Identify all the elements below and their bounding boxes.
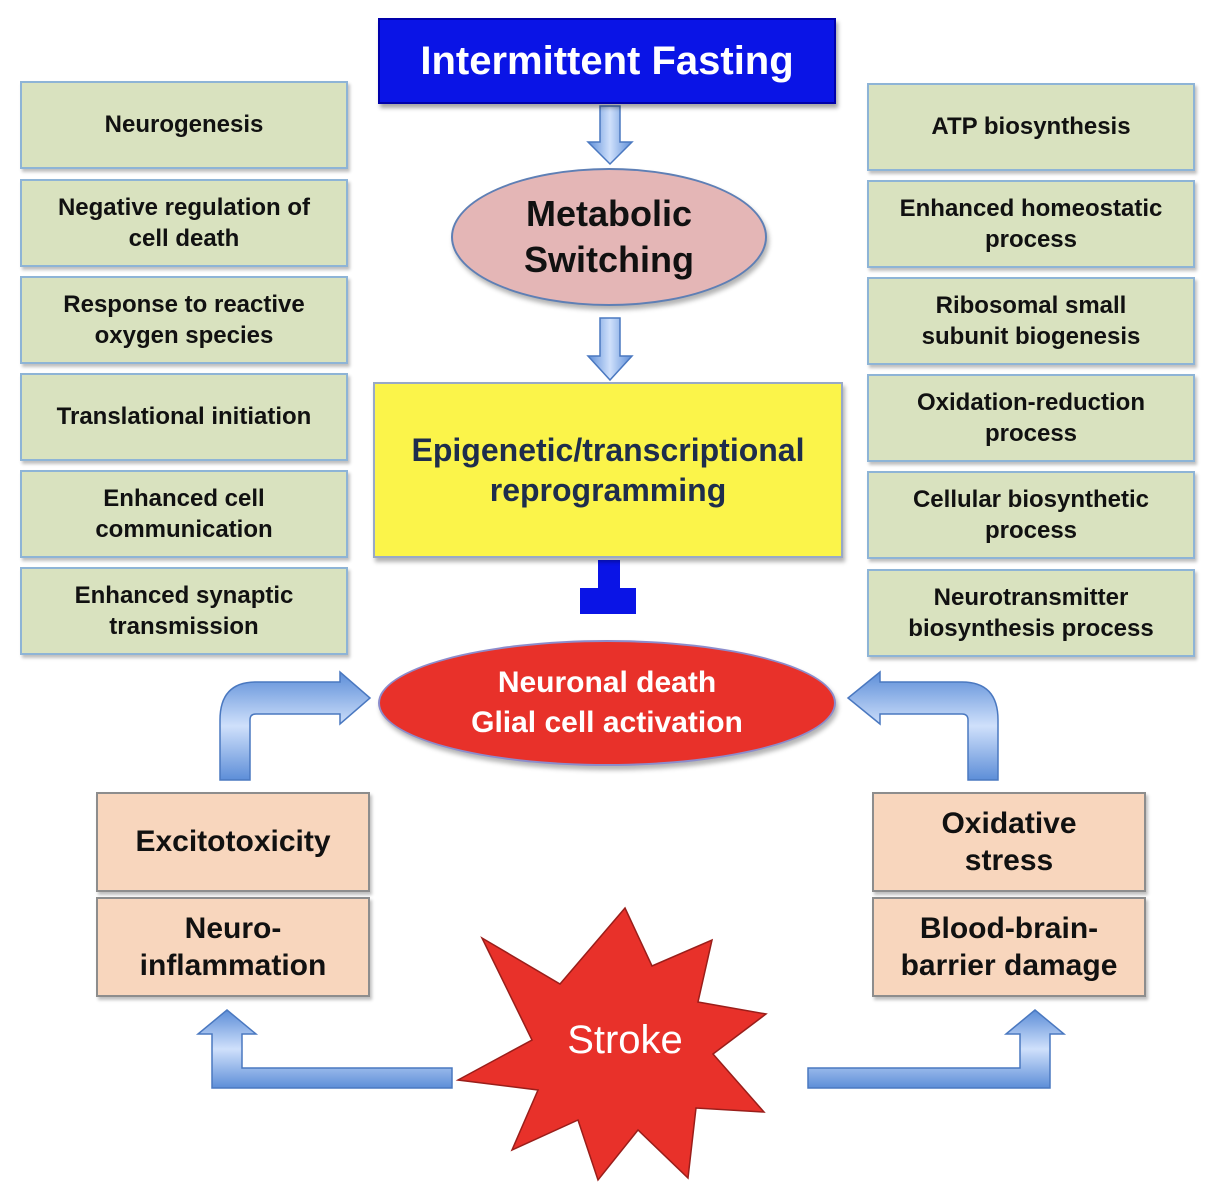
process-text: Translational initiation <box>56 403 312 431</box>
left-process-box: Response to reactive oxygen species <box>20 276 348 364</box>
oxidative-stress-box: Oxidative stress <box>872 792 1146 892</box>
epigenetic-reprogramming-box: Epigenetic/transcriptional reprogramming <box>373 382 843 558</box>
outcome-line-1: Neuronal death <box>497 665 717 699</box>
effect-text: Oxidative <box>941 806 1077 840</box>
process-text: process <box>984 517 1078 544</box>
metabolic-line-1: Metabolic <box>525 193 693 235</box>
epigenetic-line-1: Epigenetic/transcriptional <box>411 432 805 468</box>
right-process-box: ATP biosynthesis <box>867 83 1195 171</box>
process-text: Ribosomal small <box>935 291 1127 319</box>
effect-text: barrier damage <box>900 949 1118 982</box>
left-process-box: Negative regulation of cell death <box>20 179 348 267</box>
process-text: Enhanced homeostatic <box>899 194 1163 222</box>
arrow-stroke-to-right-effects <box>807 1009 1067 1089</box>
arrow-left-effects-to-outcome <box>219 670 372 781</box>
intermittent-fasting-label: Intermittent Fasting <box>420 38 794 83</box>
stroke-starburst-shape <box>455 906 768 1182</box>
left-process-box: Enhanced cell communication <box>20 470 348 558</box>
process-text: Neurotransmitter <box>933 583 1129 611</box>
left-process-box: Translational initiation <box>20 373 348 461</box>
process-text: Enhanced cell <box>103 484 265 512</box>
process-text: ATP biosynthesis <box>931 113 1131 141</box>
process-text: process <box>984 226 1078 253</box>
left-process-box: Enhanced synaptic transmission <box>20 567 348 655</box>
process-text: transmission <box>109 613 259 640</box>
right-process-box: Enhanced homeostatic process <box>867 180 1195 268</box>
process-text: Response to reactive <box>63 290 305 318</box>
process-text: Enhanced synaptic <box>74 581 294 609</box>
metabolic-switching-ellipse: Metabolic Switching <box>451 168 767 306</box>
process-text: communication <box>95 516 273 543</box>
arrow-fasting-to-metabolic <box>586 105 634 166</box>
bbb-damage-box: Blood-brain-barrier damage <box>872 897 1146 997</box>
left-process-box: Neurogenesis <box>20 81 348 169</box>
process-text: Neurogenesis <box>104 111 264 139</box>
process-text: subunit biogenesis <box>921 323 1141 350</box>
right-process-box: Ribosomal small subunit biogenesis <box>867 277 1195 365</box>
effect-text: Blood-brain- <box>919 911 1099 945</box>
process-text: process <box>984 420 1078 447</box>
process-text: Oxidation-reduction <box>917 388 1145 416</box>
process-text: oxygen species <box>94 322 274 349</box>
stroke-label: Stroke <box>567 1017 683 1062</box>
effect-text: Excitotoxicity <box>135 825 331 859</box>
epigenetic-line-2: reprogramming <box>489 472 727 508</box>
effect-text: inflammation <box>139 949 327 982</box>
outcome-line-2: Glial cell activation <box>471 706 743 739</box>
metabolic-line-2: Switching <box>524 239 694 280</box>
process-text: Negative regulation of <box>57 193 311 221</box>
process-text: Cellular biosynthetic <box>912 485 1150 513</box>
effect-text: Neuro- <box>184 911 282 945</box>
arrow-stroke-to-left-effects <box>195 1009 453 1089</box>
intermittent-fasting-box: Intermittent Fasting <box>378 18 836 104</box>
neuronal-death-ellipse: Neuronal death Glial cell activation <box>378 640 836 766</box>
effect-text: stress <box>964 844 1054 877</box>
process-text: cell death <box>128 225 240 252</box>
process-text: biosynthesis process <box>908 615 1154 642</box>
arrow-metabolic-to-epigenetic <box>586 317 634 382</box>
inhibition-symbol <box>580 560 636 614</box>
right-process-box: Neurotransmitter biosynthesis process <box>867 569 1195 657</box>
neuroinflammation-box: Neuro-inflammation <box>96 897 370 997</box>
right-process-box: Cellular biosynthetic process <box>867 471 1195 559</box>
excitotoxicity-box: Excitotoxicity <box>96 792 370 892</box>
arrow-right-effects-to-outcome <box>846 670 999 781</box>
right-process-box: Oxidation-reduction process <box>867 374 1195 462</box>
